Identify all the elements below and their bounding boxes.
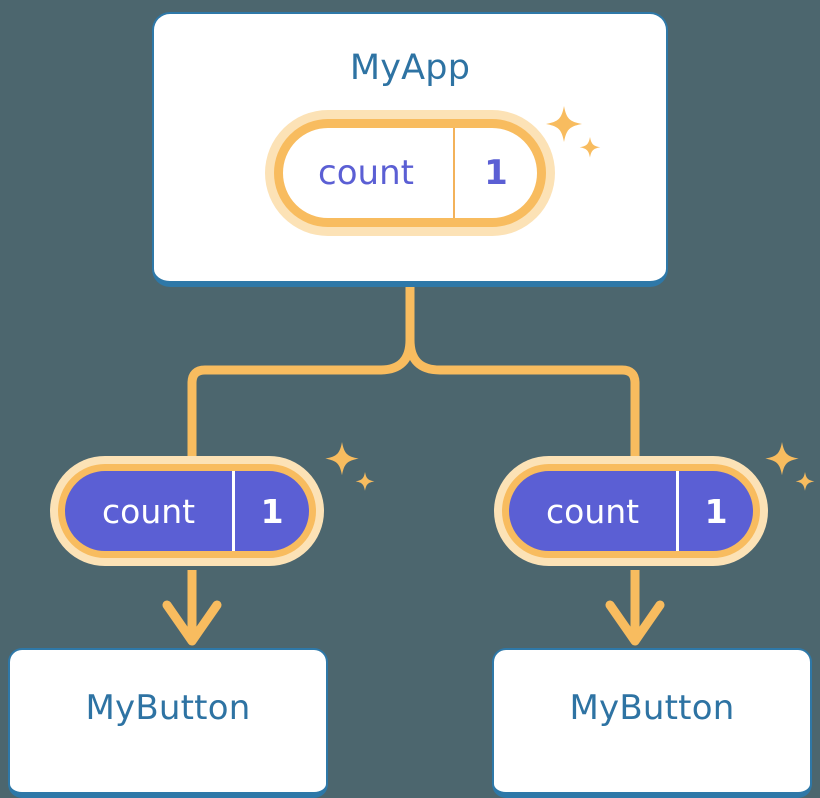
state-value-label: 1	[232, 471, 309, 551]
arrow-down-icon	[605, 570, 665, 646]
state-key-label: count	[102, 491, 196, 531]
state-key-label: count	[318, 153, 414, 193]
state-key-label: count	[546, 491, 640, 531]
component-card-mybutton-right[interactable]: MyButton	[492, 648, 812, 798]
state-pill-child-left[interactable]: count 1	[58, 464, 316, 558]
diagram-canvas: MyApp count 1 count 1 MyButton count 1 M…	[8, 12, 815, 798]
state-pill-root[interactable]: count 1	[274, 119, 546, 227]
page-title: MyApp	[349, 48, 471, 88]
state-value-label: 1	[453, 128, 537, 218]
state-pill-child-right[interactable]: count 1	[502, 464, 760, 558]
connector-layer	[162, 287, 665, 646]
state-value-label: 1	[676, 471, 753, 551]
arrow-down-icon	[162, 570, 222, 646]
branch-connector-icon	[187, 287, 640, 462]
component-label: MyButton	[85, 688, 251, 728]
component-card-mybutton-left[interactable]: MyButton	[8, 648, 328, 798]
component-label: MyButton	[569, 688, 735, 728]
